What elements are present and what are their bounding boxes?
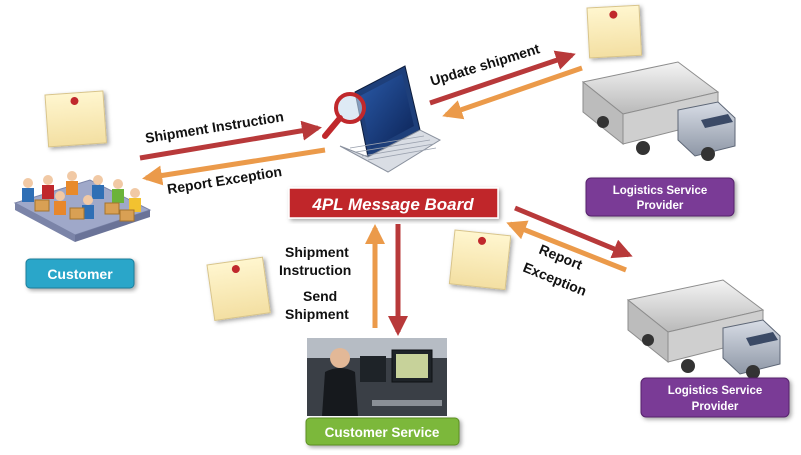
note-icon-lsp-top — [586, 4, 643, 59]
edge-label-cs-send-shipment: Shipment — [285, 306, 349, 322]
laptop-icon — [322, 65, 442, 173]
arrow-update-shipment — [429, 50, 576, 106]
truck-icon-top — [581, 61, 736, 161]
customer-service-photo — [307, 338, 447, 416]
arrow-shipment-instruction — [139, 120, 322, 161]
edge-label-cs-instruction: Instruction — [279, 262, 351, 278]
note-icon-customer — [44, 90, 108, 148]
node-lsp-top-line2: Provider — [637, 200, 684, 212]
node-lsp-bottom: Logistics Service Provider — [640, 377, 790, 418]
node-customer-service: Customer Service — [305, 417, 460, 446]
node-lsp-top: Logistics Service Provider — [585, 177, 735, 217]
edge-label-cs-send: Send — [303, 288, 337, 304]
customer-group-icon — [13, 171, 152, 242]
hub-4pl-message-board: 4PL Message Board — [288, 187, 499, 219]
node-customer-service-label: Customer Service — [325, 425, 440, 440]
note-icon-lsp-bottom — [448, 229, 512, 291]
arrow-to-board-from-lsp-top — [442, 65, 583, 120]
hub-label: 4PL Message Board — [311, 195, 474, 214]
arrow-report-exception-customer — [142, 147, 326, 186]
note-icon-customer-service — [206, 256, 271, 322]
edge-label-cs-shipment: Shipment — [285, 244, 349, 260]
truck-icon-bottom — [626, 279, 781, 379]
edge-label-update-shipment: Update shipment — [428, 40, 542, 89]
node-customer: Customer — [25, 258, 135, 289]
edge-label-shipment-instruction: Shipment Instruction — [144, 108, 285, 146]
node-lsp-bottom-line1: Logistics Service — [668, 385, 763, 397]
arrow-report-exception-lsp — [506, 220, 627, 273]
node-lsp-bottom-line2: Provider — [692, 401, 739, 413]
node-customer-label: Customer — [47, 266, 113, 282]
arrow-board-to-lsp-bottom — [514, 205, 633, 259]
node-lsp-top-line1: Logistics Service — [613, 185, 708, 197]
